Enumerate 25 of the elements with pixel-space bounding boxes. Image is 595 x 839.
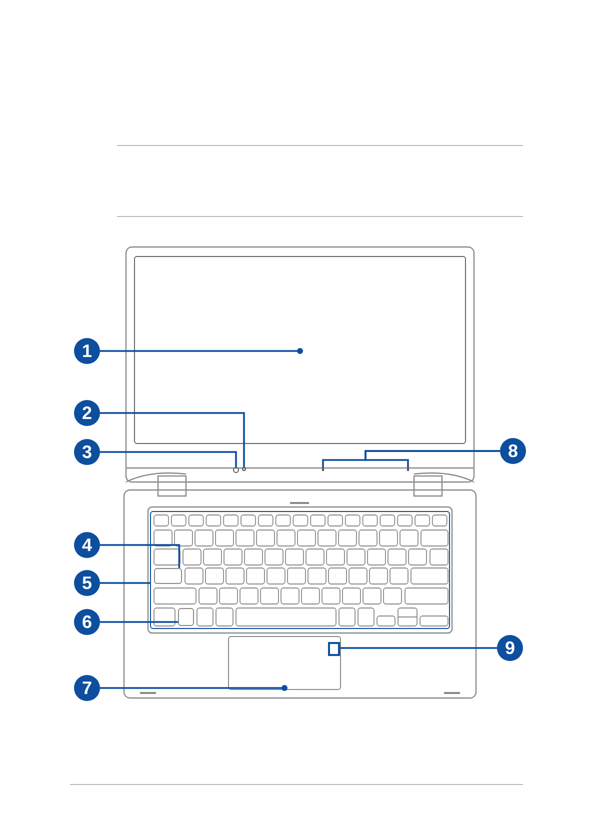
callout-number: 2	[74, 400, 100, 426]
display-screen	[134, 256, 466, 444]
leader-line	[100, 621, 178, 623]
leader-line	[100, 544, 180, 568]
camera-lens	[242, 467, 246, 471]
callout-number: 5	[74, 570, 100, 596]
leader-line	[100, 348, 303, 354]
callout-number: 7	[74, 675, 100, 701]
fingerprint-sensor	[328, 642, 340, 656]
leader-line	[100, 412, 245, 467]
leader-line	[364, 450, 500, 466]
keyboard-key	[178, 608, 194, 626]
indicator-dot	[233, 467, 239, 473]
leader-line	[340, 647, 497, 649]
leader-line	[100, 685, 288, 691]
touchpad	[228, 636, 341, 690]
keyboard-key	[154, 568, 182, 584]
leader-line	[100, 451, 237, 467]
callout-number: 3	[74, 439, 100, 465]
callout-number: 6	[74, 609, 100, 635]
callout-number: 1	[74, 338, 100, 364]
callout-number: 4	[74, 532, 100, 558]
callout-number: 8	[500, 438, 526, 464]
leader-line	[100, 582, 150, 584]
callout-number: 9	[497, 635, 523, 661]
